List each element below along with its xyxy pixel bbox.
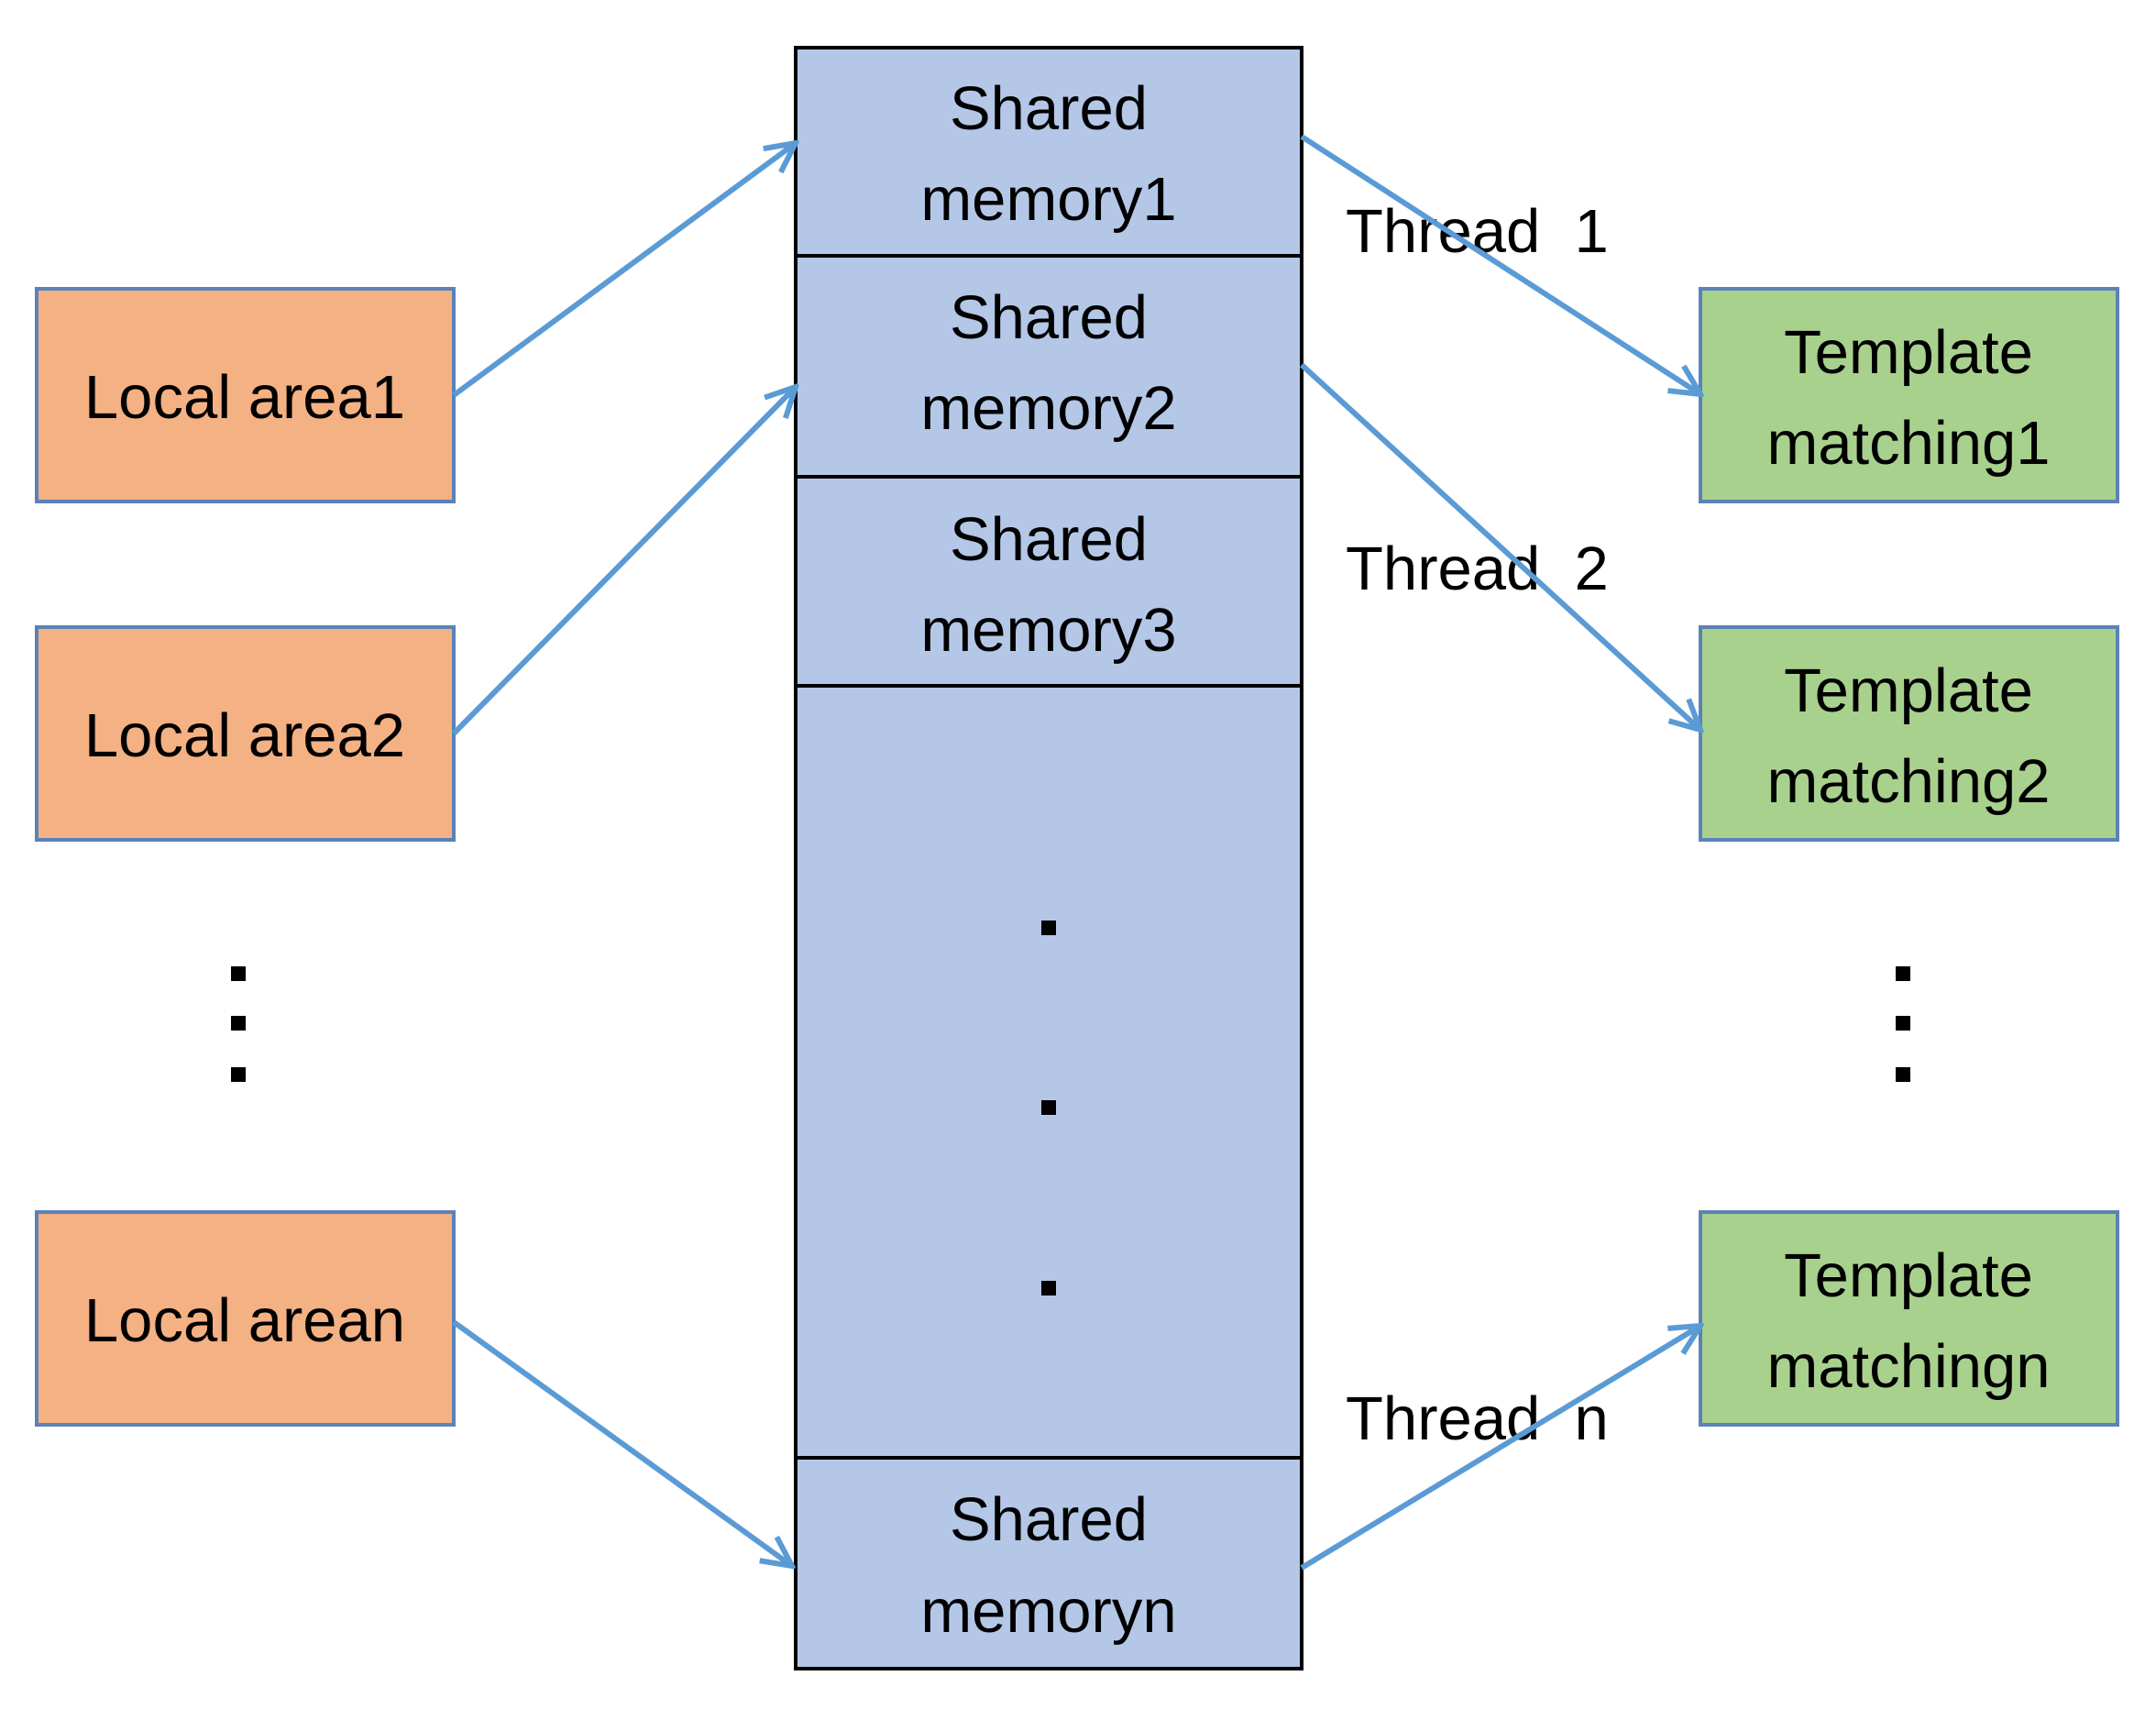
shared-memory-column: Shared memory1 Shared memory2 Shared mem… [794, 46, 1304, 1670]
shared-memory-gap-box [794, 684, 1304, 1460]
ellipsis-dot [1896, 966, 1910, 981]
arrow-localn-to-memoryn [452, 1319, 792, 1566]
ellipsis-dot [1896, 1016, 1910, 1031]
local-area-n-box [35, 1210, 456, 1427]
ellipsis-dot [1041, 1281, 1056, 1296]
ellipsis-dot [231, 966, 246, 981]
local-area-1: Local area1 [35, 287, 456, 503]
local-area-1-label: Local area1 [84, 363, 405, 432]
arrow-local1-to-memory1 [452, 143, 796, 398]
template-matching-n-box [1699, 1210, 2119, 1427]
template-matching-n-line1: Template [1784, 1241, 2033, 1310]
shared-memory-n-line1: Shared [950, 1485, 1148, 1554]
template-matching-n: Template matchingn [1699, 1210, 2119, 1427]
template-matching-1: Template matching1 [1699, 287, 2119, 503]
thread-2-label: Thread 2 [1346, 535, 1609, 603]
shared-memory-3-box [794, 475, 1304, 688]
ellipsis-dot [1896, 1067, 1910, 1082]
template-matching-n-line2: matchingn [1766, 1332, 2050, 1401]
template-matching-1-line1: Template [1784, 318, 2033, 387]
shared-memory-n-line2: memoryn [920, 1577, 1176, 1646]
arrow-memoryn-to-templaten [1300, 1326, 1700, 1571]
template-matching-1-line2: matching1 [1766, 409, 2050, 478]
local-area-1-box [35, 287, 456, 503]
arrow-memory1-to-template1 [1300, 134, 1700, 394]
ellipsis-dot [1041, 1100, 1056, 1115]
arrow-local2-to-memory2 [451, 387, 796, 736]
ellipsis-dot [231, 1067, 246, 1082]
template-matching-2: Template matching2 [1699, 625, 2119, 842]
local-area-2-box [35, 625, 456, 842]
local-area-n-label: Local arean [84, 1286, 405, 1355]
shared-memory-2-line2: memory2 [920, 374, 1176, 443]
ellipsis-dot [231, 1016, 246, 1031]
arrow-memory2-to-template2 [1299, 362, 1700, 730]
shared-memory-3-line1: Shared [950, 505, 1148, 574]
local-area-2: Local area2 [35, 625, 456, 842]
local-area-2-label: Local area2 [84, 701, 405, 770]
template-matching-2-line1: Template [1784, 656, 2033, 725]
shared-memory-2-box [794, 254, 1304, 479]
local-area-ellipsis [231, 966, 246, 1082]
local-area-n: Local arean [35, 1210, 456, 1427]
shared-memory-3-line2: memory3 [920, 596, 1176, 665]
shared-memory-1-line1: Shared [950, 74, 1148, 143]
thread-1-label: Thread 1 [1346, 197, 1609, 266]
shared-memory-1-line2: memory1 [920, 165, 1176, 234]
template-matching-ellipsis [1896, 966, 1910, 1082]
ellipsis-dot [1041, 921, 1056, 935]
thread-n-label: Thread n [1346, 1384, 1609, 1453]
shared-memory-1-box [794, 46, 1304, 258]
shared-memory-2-line1: Shared [950, 283, 1148, 352]
shared-memory-n-box [794, 1456, 1304, 1670]
template-matching-2-line2: matching2 [1766, 747, 2050, 816]
